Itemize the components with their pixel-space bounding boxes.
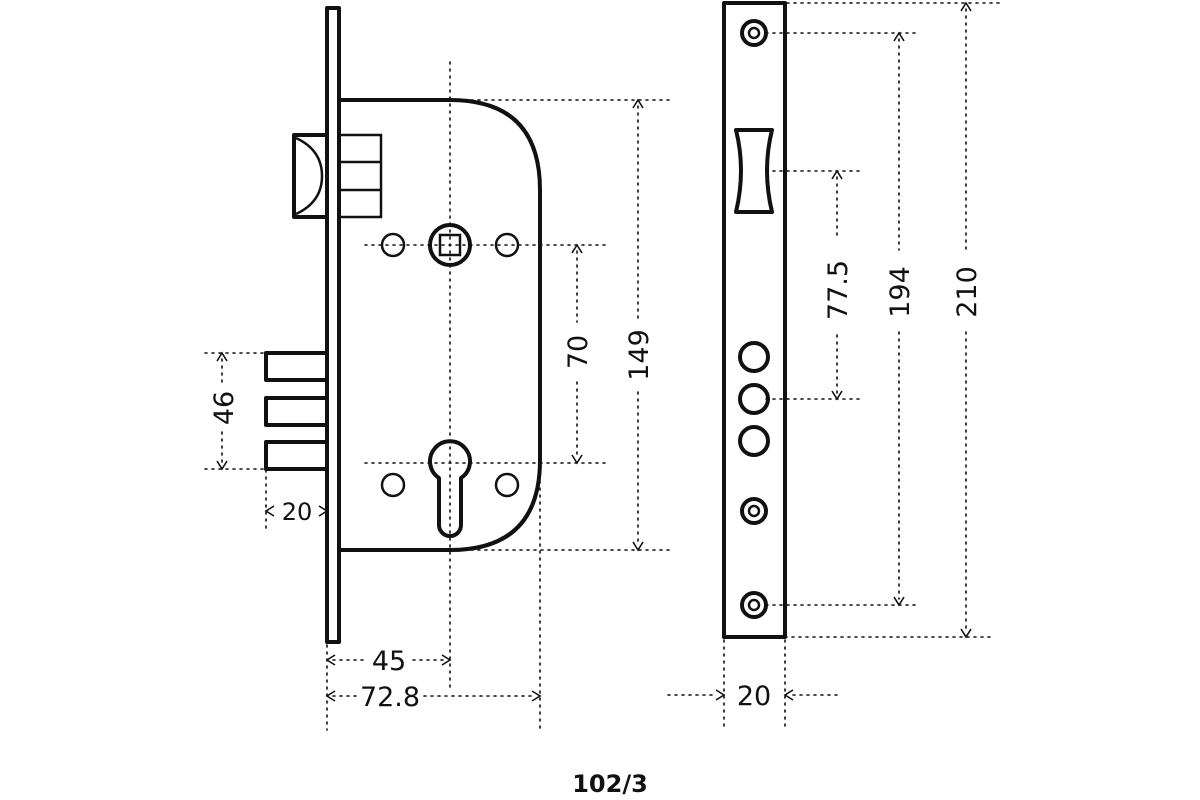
- dim-spindle-cylinder-label: 70: [563, 335, 594, 369]
- faceplate-outline: [722, 1, 787, 639]
- dim-screw-spacing-label: 194: [885, 266, 916, 318]
- dimension-faceplate-width: 20: [667, 681, 843, 712]
- dim-case-width-label: 72.8: [360, 682, 420, 713]
- latch-opening: [734, 128, 774, 214]
- faceplate-side: [325, 6, 341, 644]
- bolt-holes: [738, 341, 770, 457]
- cylinder-hole: [380, 439, 520, 538]
- faceplate-reference-lines: [723, 2, 1001, 731]
- dead-bolts: [264, 351, 329, 471]
- dimension-faceplate-height: 210: [952, 1, 983, 639]
- faceplate-screw-middle: [740, 497, 768, 525]
- dim-faceplate-height-label: 210: [952, 266, 983, 318]
- dim-bolt-spacing-label: 46: [209, 391, 240, 425]
- faceplate-screw-bottom: [740, 591, 768, 619]
- dim-screw-cylinder-label: 77.5: [823, 260, 854, 320]
- dimension-backset: 45: [325, 646, 452, 677]
- model-number: 102/3: [572, 770, 648, 798]
- lock-front-view: 149 70 46 20 45: [204, 6, 671, 731]
- dim-case-height-label: 149: [624, 329, 655, 381]
- latch-bolt: [292, 133, 383, 219]
- dim-backset-label: 45: [372, 646, 406, 677]
- lock-case: [339, 98, 542, 552]
- dim-faceplate-width-label: 20: [737, 681, 771, 712]
- dimension-spindle-to-cylinder: 70: [563, 243, 594, 465]
- dimension-screw-to-cylinder: 77.5: [823, 169, 854, 401]
- dim-bolt-throw-label: 20: [282, 498, 313, 526]
- faceplate-screw-top: [740, 19, 768, 47]
- dimension-bolt-spacing: 46: [209, 351, 240, 471]
- dimension-bolt-throw: 20: [264, 498, 329, 526]
- dimension-case-width: 72.8: [325, 682, 542, 713]
- dimension-case-height: 149: [624, 98, 655, 552]
- dimension-screw-spacing: 194: [885, 31, 916, 607]
- faceplate-front-view: 77.5 194 210 20: [667, 1, 1001, 731]
